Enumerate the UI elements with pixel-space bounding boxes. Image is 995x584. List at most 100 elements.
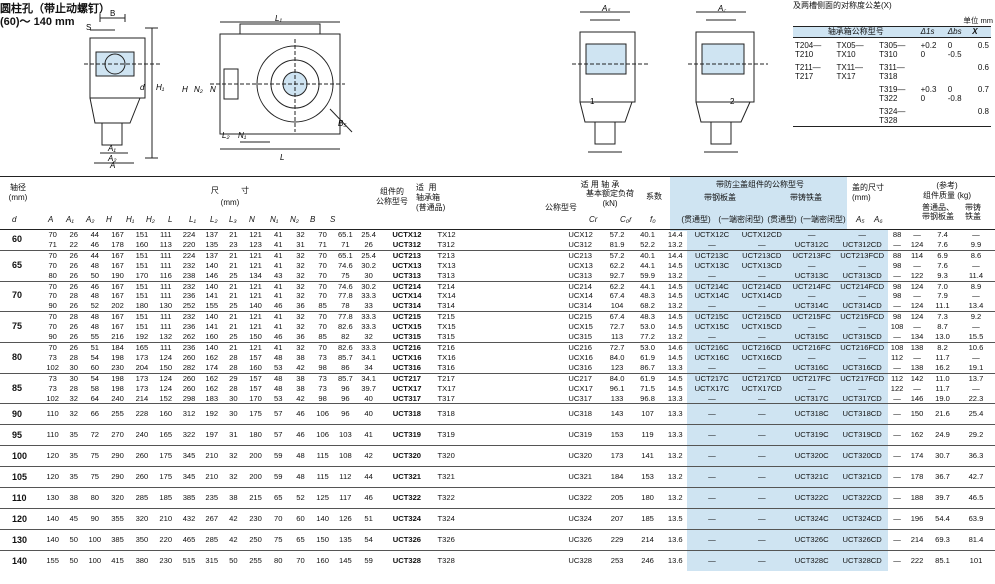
label-A: A (109, 161, 115, 168)
spec-cell-c: T311— T318 (879, 62, 905, 82)
table-cell: 282 (182, 362, 196, 372)
table-cell: 65.1 (333, 228, 357, 240)
table-cell: 153 (632, 466, 664, 488)
table-cell: 21 (229, 322, 238, 332)
table-cell: 62.2 (609, 260, 625, 270)
table-cell: 157 (249, 352, 262, 362)
table-cell: — (893, 270, 901, 280)
housing-model: T328 (433, 550, 565, 572)
table-cell: 46.5 (956, 487, 995, 509)
table-cell: UCT324C (787, 508, 837, 530)
table-cell: — (736, 332, 788, 343)
table-cell: 253 (602, 550, 633, 572)
table-cell: 51 (356, 508, 381, 530)
bearing-model: UC319 (564, 424, 603, 446)
table-cell: 86 (341, 362, 350, 372)
bearing-model: UC315 (568, 332, 593, 342)
table-cell: UCT213FCD (836, 249, 889, 261)
table-cell: UCT326C (787, 529, 837, 551)
spec-cell-c: T305— T310 (879, 40, 906, 60)
table-cell: UCT213CD (736, 249, 788, 261)
shaft-diameter: 65 (0, 249, 43, 282)
dim-col-header: H₁ (126, 215, 135, 224)
table-cell: 45 (63, 508, 85, 530)
table-cell: 108 (888, 341, 906, 353)
table-cell: 7.0 (928, 280, 957, 292)
table-cell: 65 (267, 487, 290, 509)
table-cell: 25.4 (956, 403, 995, 425)
table-cell: 152 (159, 393, 173, 403)
table-cell: 73 (318, 352, 327, 362)
table-cell: 202 (111, 301, 124, 311)
table-cell: 54 (356, 529, 381, 551)
table-cell: 122 (910, 270, 924, 280)
table-cell: UCTX12CD (736, 228, 788, 240)
table-cell: 44.1 (632, 280, 664, 292)
spec-col-model: 轴承箱公称型号 (827, 27, 884, 36)
label-S: S (86, 23, 91, 32)
table-cell: 137 (200, 228, 223, 240)
dim-col-header: L (168, 215, 173, 224)
table-cell: 48 (274, 352, 283, 362)
table-cell: UCT318CD (836, 403, 889, 425)
table-cell: 13.3 (663, 424, 688, 446)
table-cell: 42 (296, 362, 305, 372)
table-cell: 26 (63, 228, 85, 240)
bearing-model: UCX15 (568, 322, 593, 332)
table-cell: — (913, 352, 921, 362)
shaft-diameter: 85 (0, 372, 43, 404)
table-cell: 138 (905, 341, 929, 353)
table-cell: 345 (177, 445, 201, 467)
table-cell: 106 (311, 424, 334, 446)
housing-model: T213 (433, 249, 565, 261)
table-cell: 48 (90, 260, 100, 270)
table-cell: 290 (105, 466, 130, 488)
table-cell: 157 (243, 372, 268, 384)
housing-model: T324 (433, 508, 565, 530)
table-cell: 185 (632, 508, 664, 530)
table-cell: 25 (229, 301, 238, 311)
table-cell: 70 (311, 228, 334, 240)
bearing-model: UC320 (564, 445, 603, 467)
table-cell: UCT315CD (836, 332, 889, 343)
table-cell: 48 (84, 311, 106, 323)
table-cell: 15.5 (968, 332, 984, 342)
table-cell: 48.3 (632, 311, 664, 323)
table-cell: 36.7 (928, 466, 957, 488)
table-cell: 262 (182, 332, 196, 342)
table-cell: 82.6 (337, 322, 353, 332)
table-cell: 33.3 (361, 291, 377, 301)
table-cell: — (787, 228, 837, 240)
spec-cell-x: 0.7 (977, 84, 989, 94)
table-cell: UCT319CD (836, 424, 889, 446)
table-cell: 121 (249, 260, 262, 270)
table-cell: 70 (311, 341, 334, 353)
label-L: L (280, 153, 284, 162)
table-cell: UCT217FC (787, 372, 837, 384)
table-cell: 8.7 (937, 322, 948, 332)
table-cell: UCT215CD (736, 311, 788, 323)
title-line2: (60)～ 140 mm (0, 16, 75, 28)
table-cell: UCTX15CD (736, 322, 788, 333)
table-cell: 38 (296, 383, 305, 393)
table-cell: 64 (90, 393, 100, 403)
table-cell: 205 (602, 487, 633, 509)
spec-cell-as: +0.3 0 (920, 84, 937, 104)
unit-model: UCT322 (380, 487, 434, 509)
table-cell: — (972, 383, 980, 393)
table-cell: 44 (84, 228, 106, 240)
table-cell: UCT321C (787, 466, 837, 488)
table-cell: 11.1 (935, 301, 950, 311)
table-cell: 170 (249, 393, 262, 403)
col-header-cr: Cr (589, 215, 598, 224)
table-cell: 121 (243, 341, 268, 353)
table-cell: 103 (333, 424, 357, 446)
table-cell: 35 (63, 466, 85, 488)
table-cell: UCT216FC (787, 341, 837, 353)
table-cell: 85 (318, 332, 327, 342)
